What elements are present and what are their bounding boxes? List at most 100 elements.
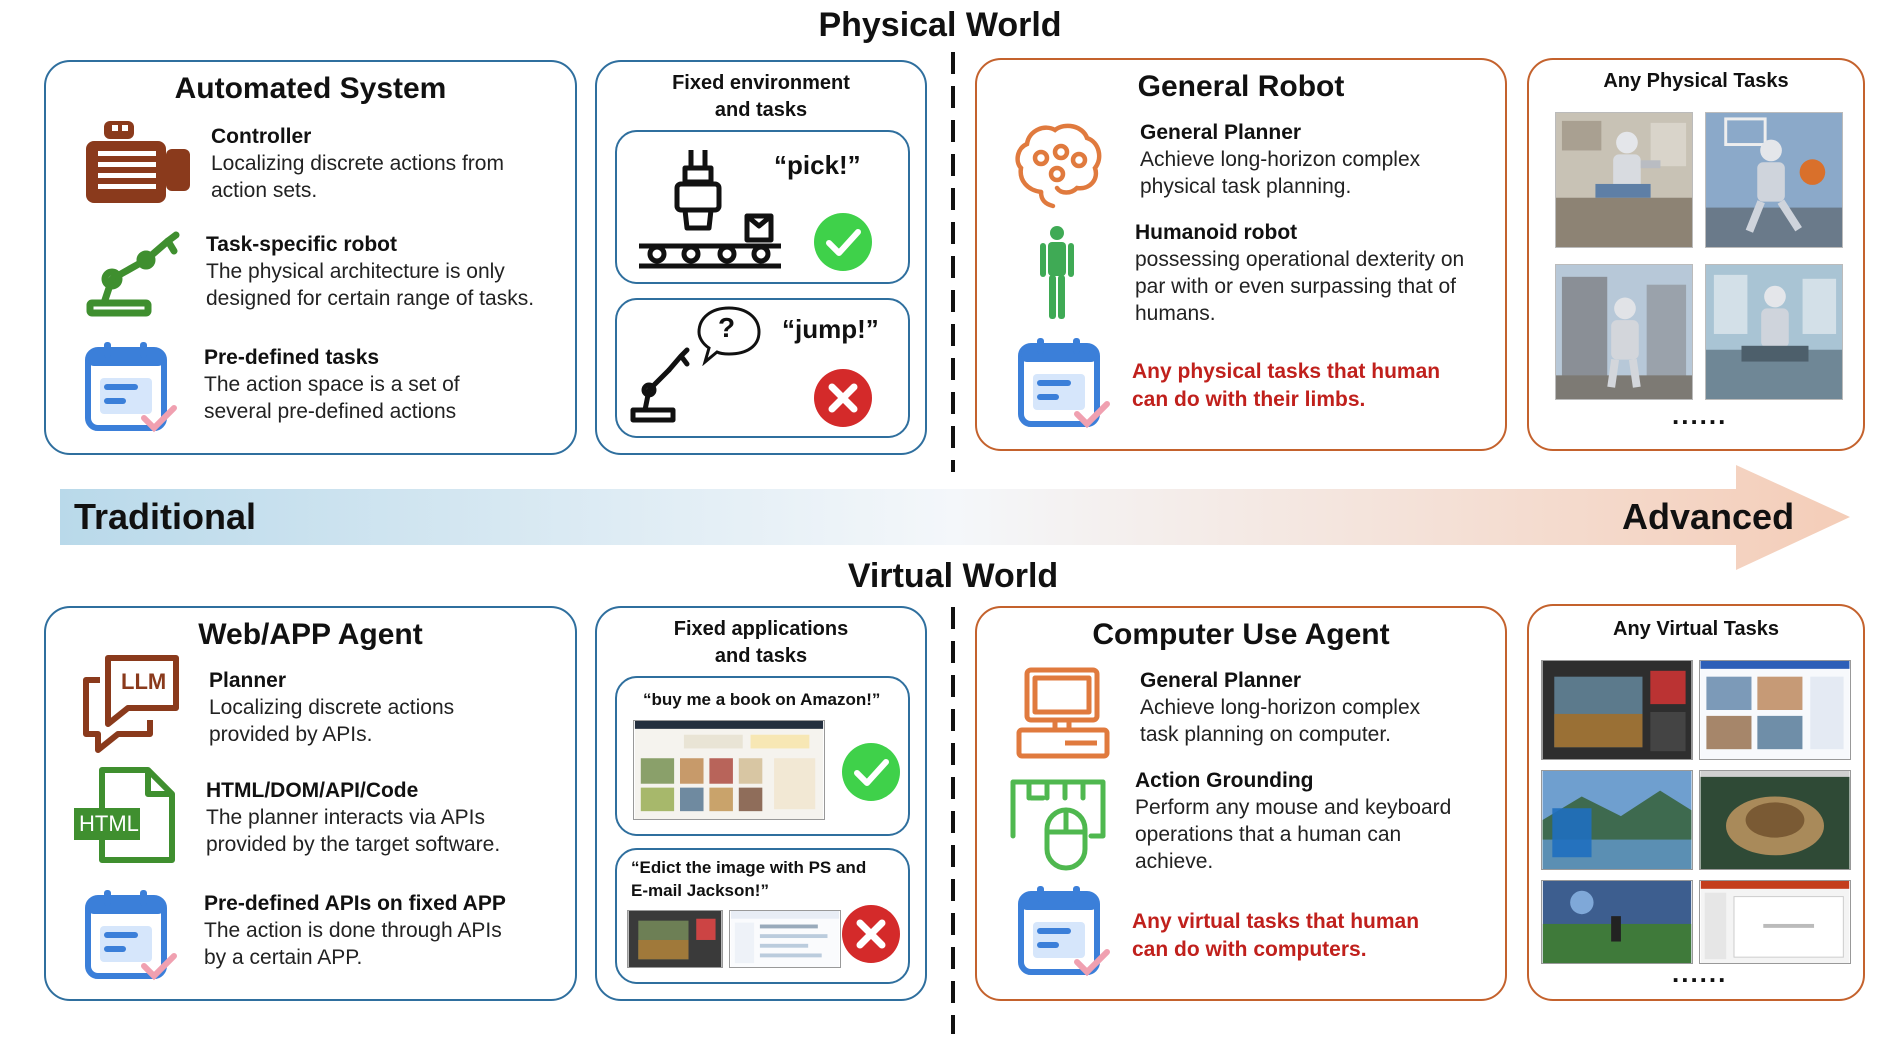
robot-kitchen-image — [1555, 112, 1693, 248]
checklist-icon — [85, 342, 177, 433]
photoshop-task-box: “Edict the image with PS and E-mail Jack… — [615, 848, 910, 984]
red-text-line: can do with computers. — [1132, 938, 1367, 961]
any-physical-tasks-panel: Any Physical Tasks ...... — [1527, 58, 1865, 451]
amazon-quote: “buy me a book on Amazon!” — [643, 690, 881, 709]
pick-quote: “pick!” — [774, 150, 861, 180]
item-head: Planner — [209, 669, 287, 692]
brain-icon — [1015, 123, 1102, 209]
computer-use-agent-title: Computer Use Agent — [1092, 618, 1390, 651]
item-head: General Planner — [1140, 669, 1302, 692]
general-planner-item: General Planner Achieve long-horizon com… — [1140, 120, 1500, 200]
item-body-line: The physical architecture is only — [206, 260, 505, 283]
speech-bubble-icon — [697, 306, 761, 366]
robot-construction-image — [1555, 264, 1693, 400]
robot-arm-icon — [630, 347, 690, 423]
item-body-line: Localizing discrete actions — [209, 696, 455, 719]
robot-arm-icon — [86, 231, 180, 317]
item-body-line: possessing operational dexterity on — [1135, 248, 1465, 271]
jump-task-box: ? “jump!” — [615, 298, 910, 438]
task-specific-robot-item: Task-specific robot The physical archite… — [206, 232, 576, 312]
automated-system-title: Automated System — [174, 72, 447, 105]
item-body-line: by a certain APP. — [204, 946, 363, 969]
amazon-screenshot — [633, 720, 825, 820]
item-body-line: humans. — [1135, 302, 1216, 325]
web-app-agent-panel: Web/APP Agent LLM Planner Localizing dis… — [44, 606, 577, 1001]
item-body-line: achieve. — [1135, 850, 1214, 873]
item-head: Controller — [211, 125, 312, 148]
humanoid-robot-item: Humanoid robot possessing operational de… — [1135, 220, 1505, 327]
fixed-applications-panel: Fixed applications and tasks “buy me a b… — [595, 606, 927, 1001]
item-head: General Planner — [1140, 121, 1302, 144]
red-text-line: Any virtual tasks that human — [1132, 910, 1420, 933]
powerpoint-task-image — [1699, 880, 1851, 964]
html-dom-api-item: HTML/DOM/API/Code The planner interacts … — [206, 778, 576, 858]
html-label: HTML — [79, 811, 139, 836]
html-file-icon — [74, 767, 175, 863]
item-body-line: Achieve long-horizon complex — [1140, 148, 1421, 171]
computer-icon — [1016, 667, 1110, 759]
booking-task-image — [1699, 660, 1851, 760]
fixed-environment-title-line: Fixed environment — [672, 72, 850, 94]
fixed-environment-title-line: and tasks — [714, 99, 808, 121]
item-head: HTML/DOM/API/Code — [206, 779, 419, 802]
game-task-image — [1541, 880, 1693, 964]
traditional-label: Traditional — [74, 496, 257, 537]
item-body-line: provided by APIs. — [209, 723, 373, 746]
robot-lab-image — [1705, 264, 1843, 400]
red-text-line: Any physical tasks that human — [1132, 360, 1441, 383]
photoshop-screenshot — [627, 910, 723, 968]
controller-icon — [86, 121, 190, 203]
question-mark: ? — [718, 312, 736, 343]
photoshop-quote-line: E-mail Jackson!” — [631, 881, 769, 900]
progress-arrow — [60, 465, 1850, 570]
red-text-line: can do with their limbs. — [1132, 388, 1366, 411]
physical-world-title: Physical World — [818, 6, 1062, 44]
cross-icon — [842, 905, 900, 963]
item-head: Pre-defined tasks — [204, 346, 380, 369]
controller-item: Controller Localizing discrete actions f… — [211, 124, 571, 204]
item-body-line: Perform any mouse and keyboard — [1135, 796, 1452, 819]
general-robot-title: General Robot — [1137, 70, 1345, 103]
mouse-keyboard-icon — [1010, 779, 1106, 871]
photoshop-task-image — [1541, 660, 1693, 760]
robot-basketball-image — [1705, 112, 1843, 248]
any-physical-tasks-title: Any Physical Tasks — [1603, 70, 1789, 92]
item-body-line: The action space is a set of — [204, 373, 460, 396]
item-body-line: The planner interacts via APIs — [206, 806, 485, 829]
check-icon — [814, 213, 872, 271]
general-robot-panel: General Robot General Planner Achieve lo… — [975, 58, 1507, 451]
action-grounding-item: Action Grounding Perform any mouse and k… — [1135, 768, 1505, 875]
item-body-line: The action is done through APIs — [204, 919, 502, 942]
item-head: Task-specific robot — [206, 233, 397, 256]
divider-line — [951, 52, 955, 1034]
planner-item: Planner Localizing discrete actions prov… — [209, 668, 569, 748]
cross-icon — [814, 369, 872, 427]
check-icon — [842, 743, 900, 801]
amazon-task-box: “buy me a book on Amazon!” — [615, 676, 910, 836]
checklist-icon — [1018, 886, 1110, 977]
any-virtual-tasks-panel: Any Virtual Tasks ...... — [1527, 604, 1865, 1001]
llm-label: LLM — [121, 669, 167, 694]
item-head: Action Grounding — [1135, 769, 1314, 792]
advanced-label: Advanced — [1622, 496, 1795, 537]
item-body-line: provided by the target software. — [206, 833, 501, 856]
jump-quote: “jump!” — [782, 314, 879, 344]
fixed-applications-title-line: and tasks — [714, 645, 808, 667]
fixed-applications-title-line: Fixed applications — [673, 618, 849, 640]
item-body-line: action sets. — [211, 179, 318, 202]
pre-defined-apis-item: Pre-defined APIs on fixed APP The action… — [204, 891, 574, 971]
pre-defined-tasks-item: Pre-defined tasks The action space is a … — [204, 345, 574, 425]
mac-desktop-image — [1699, 770, 1851, 870]
computer-general-planner-item: General Planner Achieve long-horizon com… — [1140, 668, 1500, 748]
humanoid-icon — [1040, 226, 1074, 319]
item-body-line: Localizing discrete actions from — [211, 152, 504, 175]
llm-chat-icon — [83, 655, 179, 753]
windows-desktop-image — [1541, 770, 1693, 870]
item-body-line: operations that a human can — [1135, 823, 1402, 846]
pick-task-box: “pick!” — [615, 130, 910, 284]
item-body-line: physical task planning. — [1140, 175, 1352, 198]
virtual-tasks-note: Any virtual tasks that human can do with… — [1132, 908, 1502, 964]
item-head: Pre-defined APIs on fixed APP — [204, 892, 506, 915]
more-dots: ...... — [1672, 400, 1728, 430]
item-body-line: Achieve long-horizon complex — [1140, 696, 1421, 719]
